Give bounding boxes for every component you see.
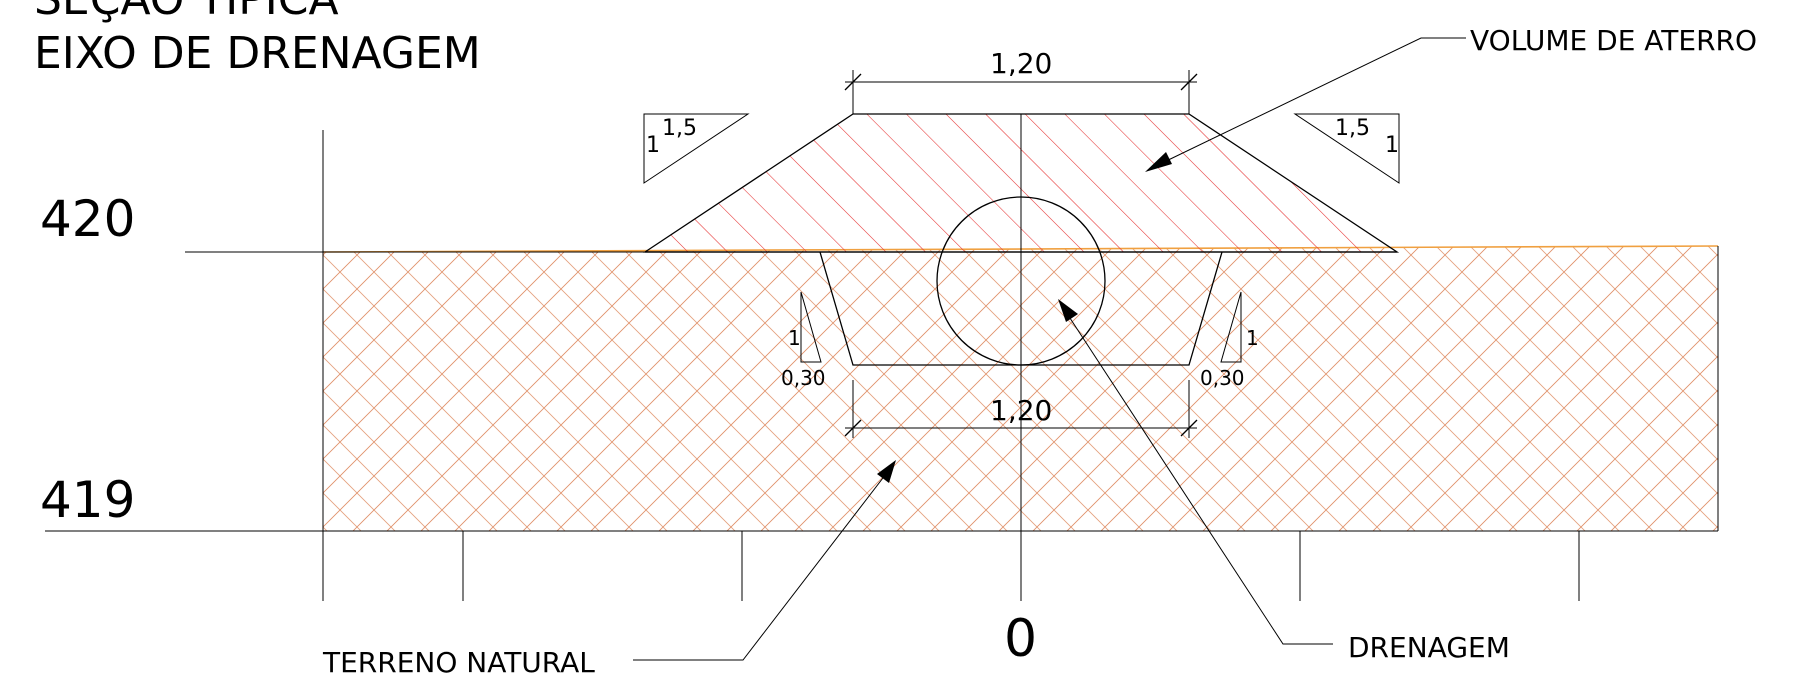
left-slope-rise: 1: [646, 133, 660, 158]
top-dimension: [844, 70, 1198, 114]
natural-ground-callout: TERRENO NATURAL: [322, 646, 595, 679]
elevation-420-label: 420: [40, 190, 135, 248]
bottom-dimension: [844, 380, 1198, 438]
title-line-2: EIXO DE DRENAGEM: [34, 28, 481, 79]
right-trench-slope-rise: 1: [1246, 326, 1259, 350]
right-trench-slope-triangle: [1220, 291, 1242, 363]
bottom-width-label: 1,20: [990, 394, 1052, 427]
drainage-callout: DRENAGEM: [1348, 631, 1510, 664]
left-trench-slope-run: 0,30: [781, 366, 826, 390]
right-trench-slope-run: 0,30: [1200, 366, 1245, 390]
left-slope-triangle: [643, 113, 750, 184]
right-slope-rise: 1: [1385, 133, 1399, 158]
left-trench-slope-triangle: [800, 291, 822, 363]
right-slope-run: 1,5: [1335, 116, 1370, 141]
elevation-419-label: 419: [40, 471, 135, 529]
fill-volume-callout: VOLUME DE ATERRO: [1470, 24, 1757, 57]
title-line-1: SEÇÃO TÍPICA: [34, 0, 339, 25]
right-slope-triangle: [1293, 113, 1400, 184]
fill-volume-leader: [1145, 37, 1466, 172]
station-ticks: [322, 130, 1580, 601]
natural-ground-leader: [633, 460, 896, 661]
left-slope-run: 1,5: [662, 116, 697, 141]
left-trench-slope-rise: 1: [788, 326, 801, 350]
top-width-label: 1,20: [990, 47, 1052, 80]
drainage-leader: [1058, 299, 1333, 645]
axis-zero-label: 0: [1004, 609, 1037, 669]
